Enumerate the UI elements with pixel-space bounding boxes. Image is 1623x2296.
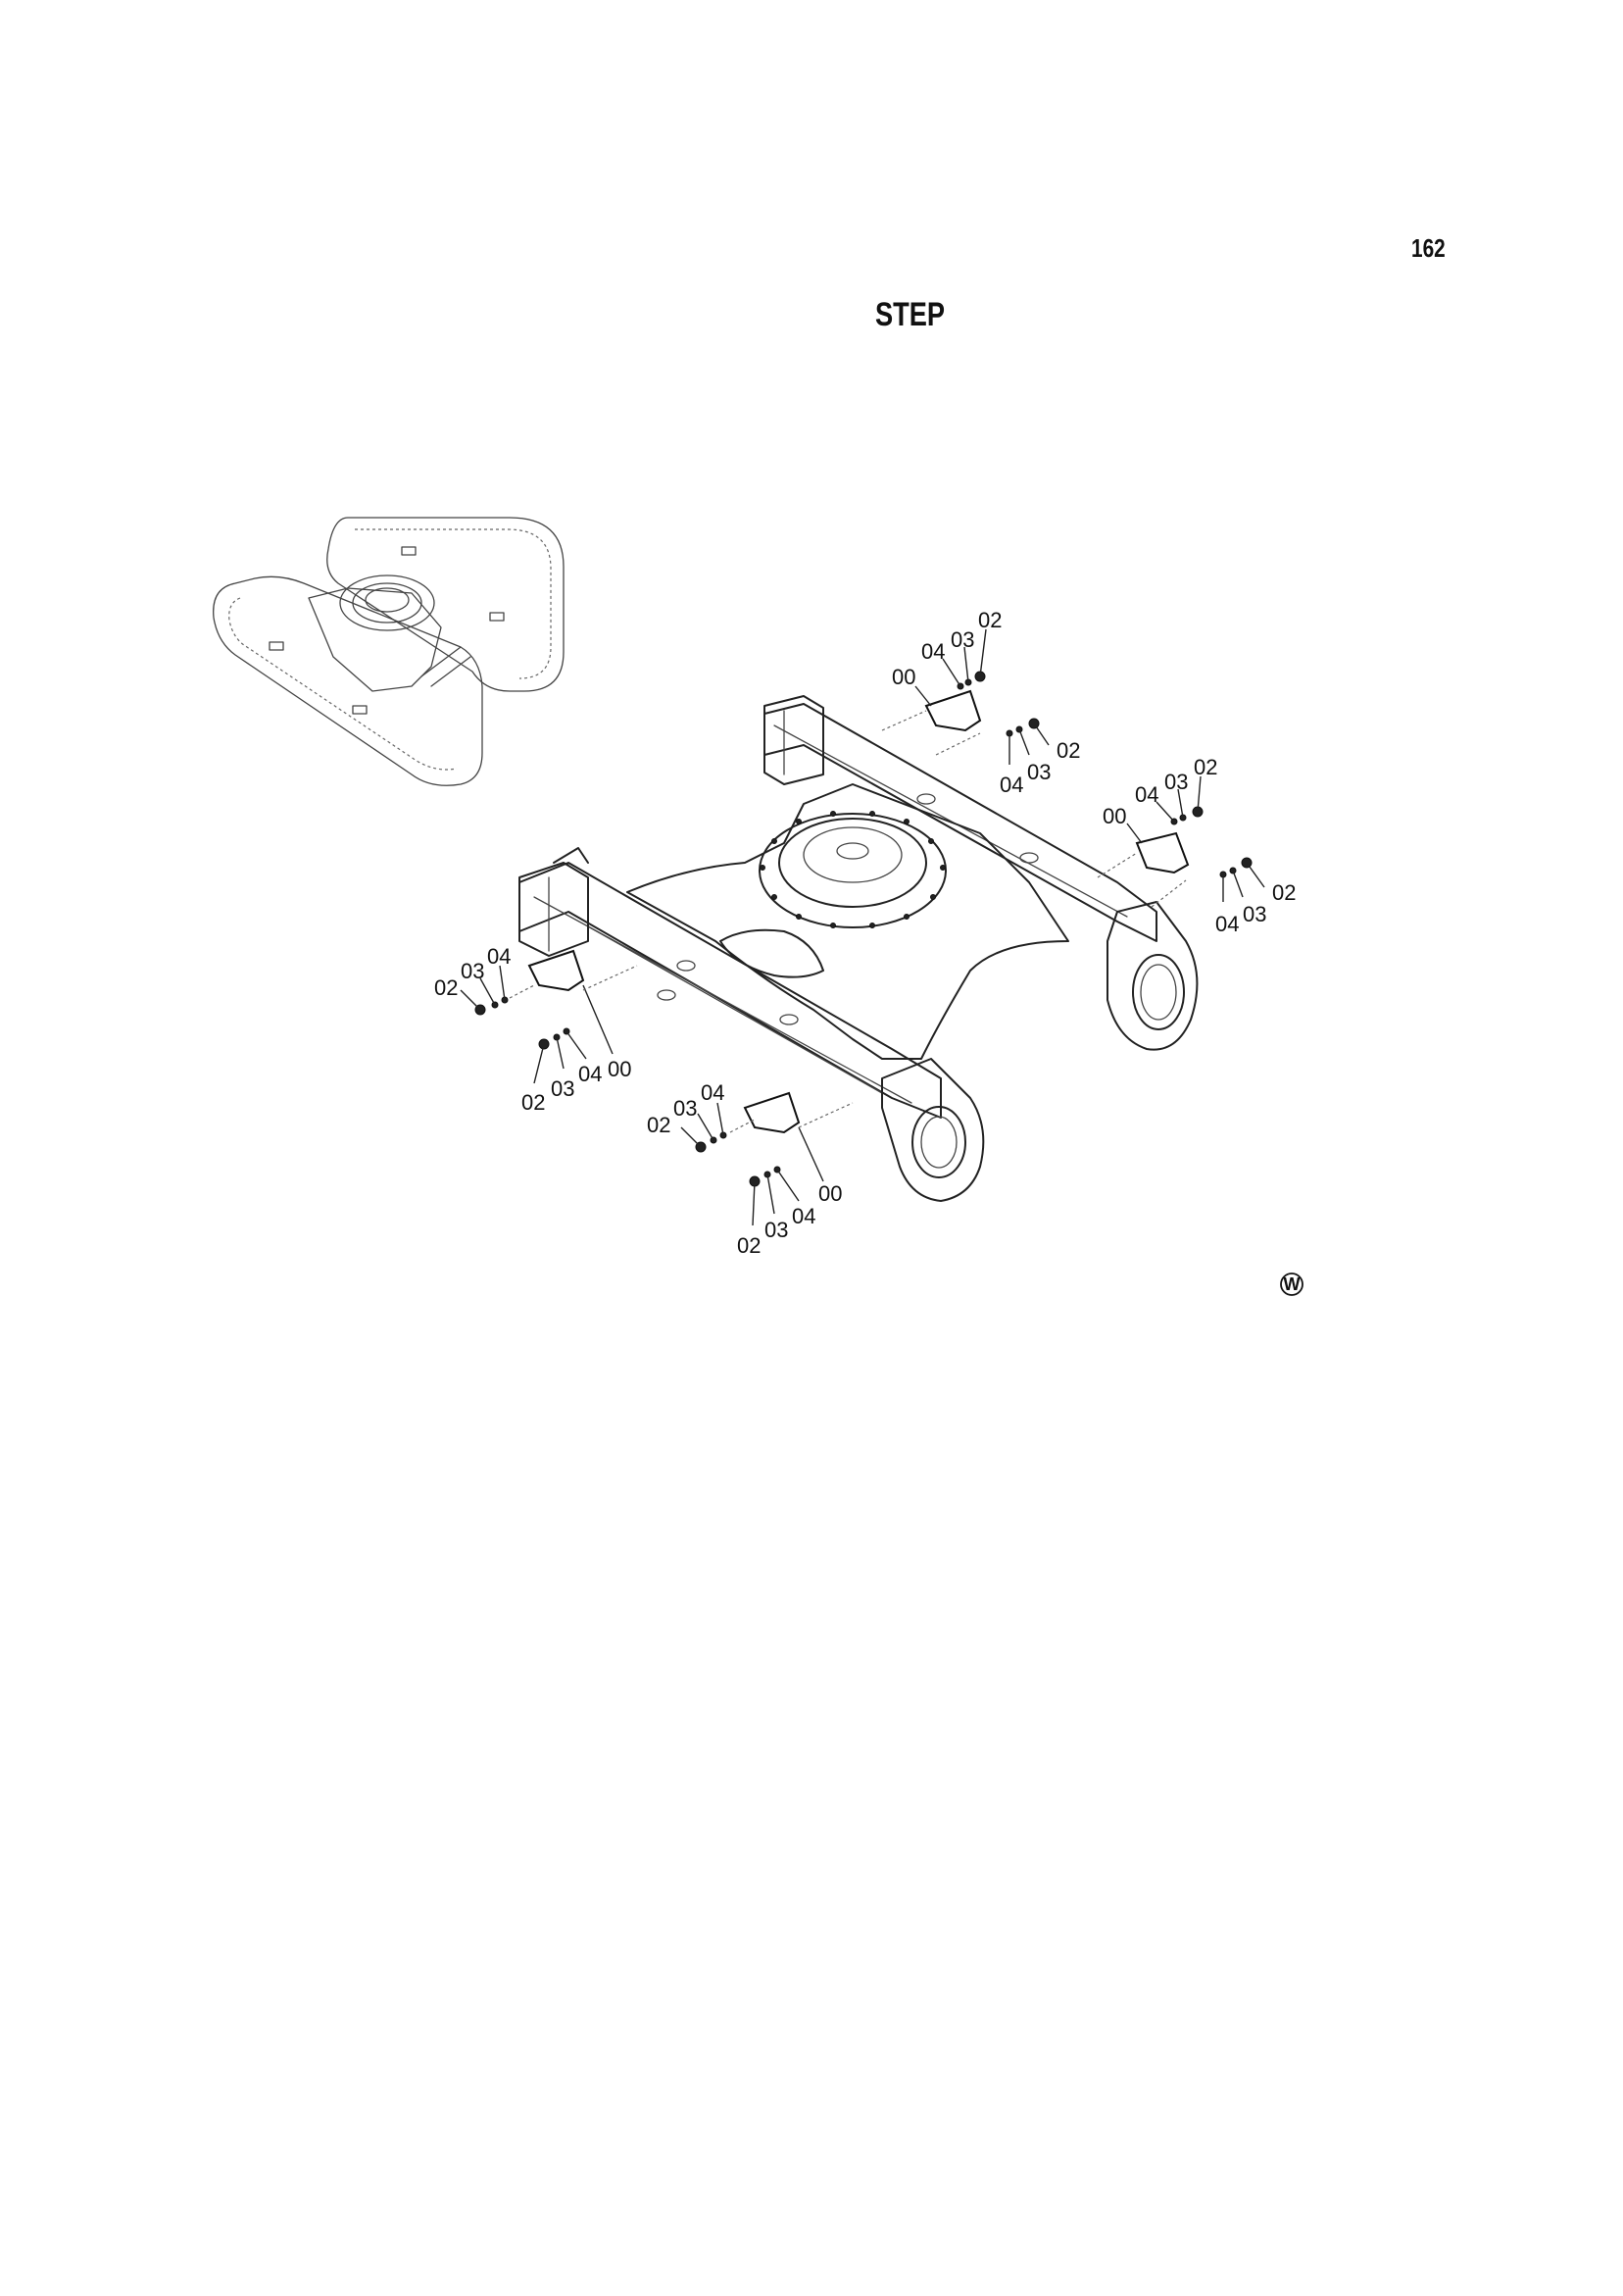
- callout-label: 00: [1103, 804, 1126, 828]
- step-brackets: [527, 689, 1190, 1134]
- callout-label: 04: [701, 1080, 724, 1105]
- circled-w-mark: W: [1280, 1273, 1303, 1296]
- callouts: 00 04 03 02 04 03 02 00 04 03 02 04 03 0…: [434, 608, 1296, 1258]
- callout-label: 02: [978, 608, 1002, 632]
- callout-label: 02: [1194, 755, 1217, 779]
- callout-label: 04: [792, 1204, 815, 1228]
- leader-lines: [460, 628, 1265, 1226]
- callout-label: 02: [737, 1233, 761, 1258]
- callout-label: 04: [1135, 782, 1158, 807]
- callout-label: 04: [921, 639, 945, 664]
- callout-label: 04: [1215, 912, 1239, 936]
- callout-label: 00: [608, 1057, 631, 1081]
- page-title: STEP: [875, 296, 946, 333]
- callout-label: 02: [434, 975, 458, 1000]
- callout-label: 02: [1057, 738, 1080, 763]
- callout-label: 03: [951, 627, 974, 652]
- callout-label: 02: [521, 1090, 545, 1115]
- callout-label: 03: [1243, 902, 1266, 926]
- callout-label: 03: [551, 1076, 574, 1101]
- callout-label: 00: [892, 665, 915, 689]
- callout-label: 02: [1272, 880, 1296, 905]
- callout-label: 03: [1027, 760, 1051, 784]
- callout-label: 03: [673, 1096, 697, 1121]
- callout-label: 02: [647, 1113, 670, 1137]
- callout-label: 03: [461, 959, 484, 983]
- overview-inset: [213, 517, 565, 786]
- callout-label: 03: [1164, 770, 1188, 794]
- track-frame: [518, 695, 1199, 1202]
- callout-label: 04: [1000, 773, 1023, 797]
- callout-label: 04: [578, 1062, 602, 1086]
- mark-letter: W: [1284, 1274, 1301, 1294]
- callout-label: 04: [487, 944, 511, 969]
- callout-label: 03: [764, 1218, 788, 1242]
- page-number: 162: [1411, 233, 1446, 263]
- callout-label: 00: [818, 1181, 842, 1206]
